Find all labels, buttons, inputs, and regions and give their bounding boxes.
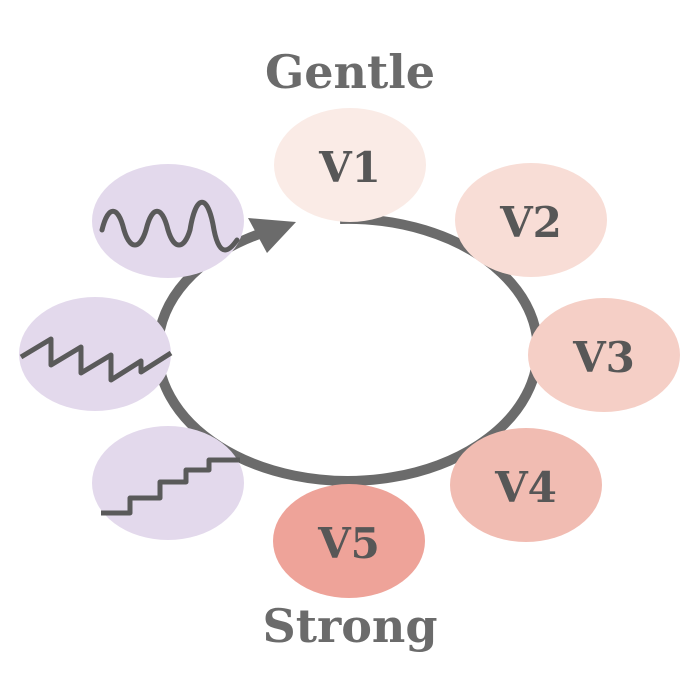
strong-label: Strong [263, 599, 438, 653]
waveform-circle-staircase [92, 426, 244, 540]
sine-wave-icon [99, 199, 240, 253]
node-v5-label: V5 [317, 519, 380, 568]
gentle-label: Gentle [265, 45, 435, 99]
node-v3-label: V3 [572, 333, 635, 382]
node-v4: V4 [450, 428, 602, 542]
node-v4-circle [450, 428, 602, 542]
sine-wave-circle [92, 164, 244, 278]
node-v2-label: V2 [499, 198, 562, 247]
waveform-circle-sine [92, 164, 244, 278]
node-v4-label: V4 [494, 463, 557, 512]
node-v5: V5 [273, 484, 425, 598]
staircase-wave-icon [101, 457, 240, 516]
node-v5-circle [273, 484, 425, 598]
node-v1-label: V1 [318, 143, 381, 192]
node-v3-circle [528, 298, 680, 412]
waveform-circle-sawtooth [19, 297, 173, 411]
cycle-arrowhead-icon [248, 218, 296, 253]
node-v3: V3 [528, 298, 680, 412]
node-v2: V2 [455, 163, 607, 277]
sawtooth-wave-icon [19, 336, 173, 383]
node-v2-circle [455, 163, 607, 277]
node-v1: V1 [274, 108, 426, 222]
sawtooth-wave-circle [19, 297, 171, 411]
node-v1-circle [274, 108, 426, 222]
